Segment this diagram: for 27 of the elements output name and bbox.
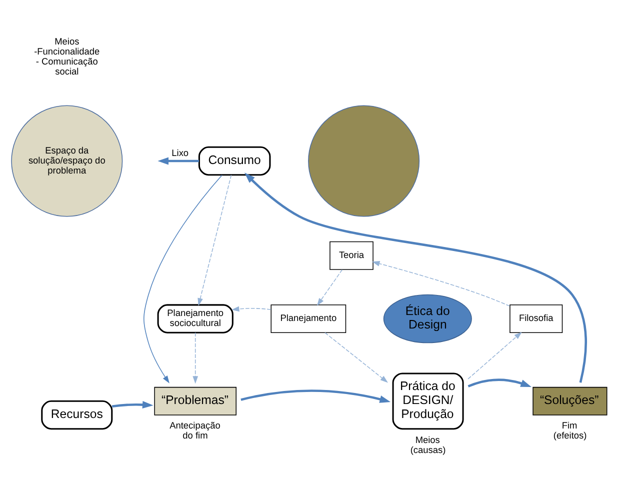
arrow (158, 156, 200, 164)
node-box: Planejamento sociocultural (157, 304, 234, 333)
node-box: Teoria (330, 240, 374, 270)
node-label: Antecipação do fim (170, 420, 220, 440)
arrow (468, 331, 522, 379)
arrow (112, 400, 154, 408)
node-box: Consumo (198, 146, 271, 176)
node-box: Filosofia (510, 304, 563, 332)
arrow (232, 306, 272, 312)
arrow (192, 332, 198, 384)
label: Meios -Funcionalidade - Comunicação social (34, 36, 100, 76)
node-ellipse: Ética do Design (383, 294, 472, 343)
arrow (468, 378, 532, 387)
arrow (240, 389, 391, 402)
node-circle: Espaço da solução/espaço do problema (11, 104, 123, 216)
node-label: Meios (causas) (410, 434, 446, 455)
node-circle (308, 104, 420, 216)
arrow (144, 174, 222, 383)
arrow (198, 174, 232, 306)
node-box: Planejamento (270, 304, 346, 332)
arrow (316, 268, 343, 306)
arrow (244, 172, 587, 382)
arrow (324, 332, 388, 382)
node-label: Fim (efeitos) (553, 420, 587, 440)
node-box: Recursos (41, 400, 113, 430)
edge-label: Lixo (172, 148, 189, 158)
arrow (372, 260, 510, 306)
